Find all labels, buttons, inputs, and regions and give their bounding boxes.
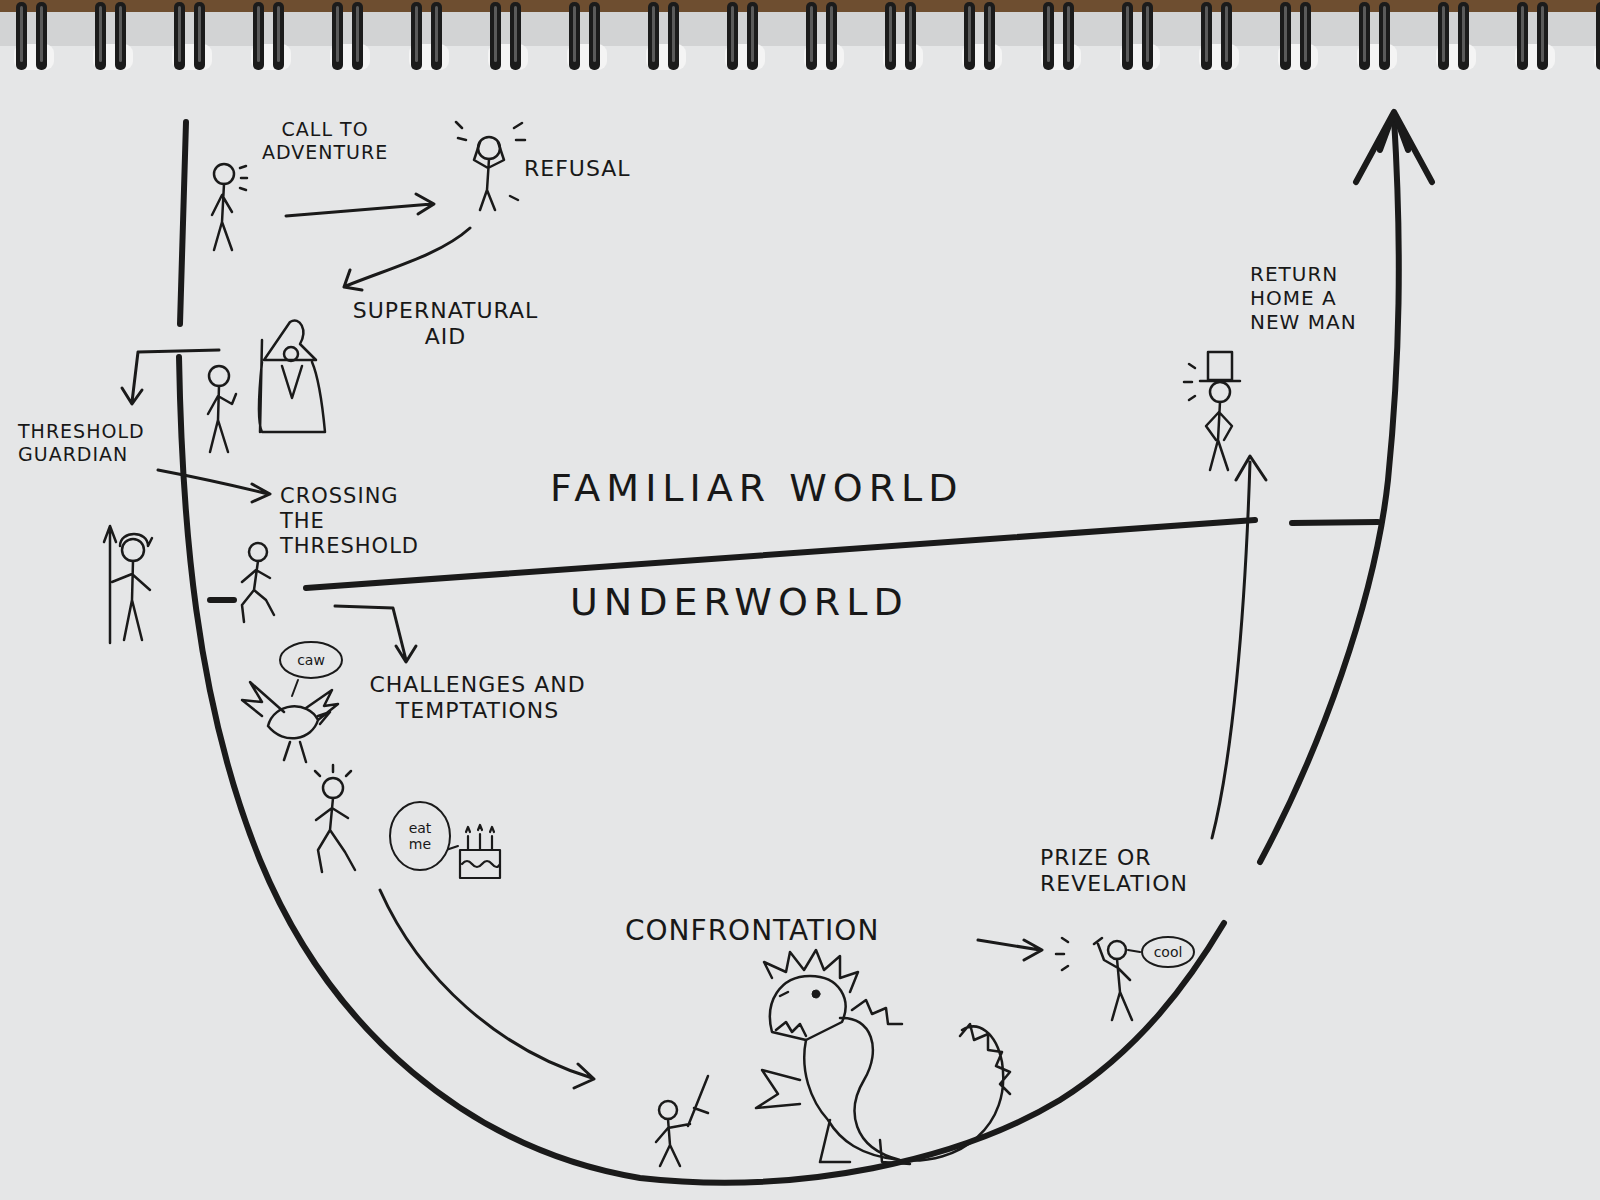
stage-label: REFUSAL [524,156,631,182]
bubble-outline [280,642,342,678]
stage-arrow [335,606,416,662]
guardian-figure [112,534,152,640]
dragon-body [756,1000,1010,1164]
speech-tail [1128,950,1140,952]
dragon-head [764,950,858,1040]
stage-arrow [1212,456,1266,838]
stage-label: FAMILIAR WORLD [550,466,964,512]
stage-arrow [286,194,434,216]
stage-arrow [978,940,1042,960]
stage-label: SUPERNATURAL AID [338,298,553,351]
stage-arrow [158,470,270,502]
hero-figure [1184,364,1232,470]
hero-head [1210,382,1230,402]
hero-figure [1056,938,1132,1020]
hero-figure [315,765,355,872]
journey-arrowhead [1356,112,1432,182]
threshold-dash [210,597,234,603]
hero-head [659,1101,677,1119]
hero-figure [212,166,247,250]
hero-head [249,543,267,561]
hero-head [323,778,343,798]
hero-figure [208,386,236,452]
stage-label: CROSSING THE THRESHOLD [280,484,419,560]
speech-bubble: eat me [388,800,452,872]
top-hat [1200,352,1240,381]
stage-arrow [380,890,594,1088]
hero-head [1108,941,1126,959]
bubble-outline [1142,937,1194,967]
stage-label: CONFRONTATION [625,914,879,948]
speech-text: caw [297,652,325,668]
hero-head [478,137,500,159]
speech-bubble: caw [278,640,344,680]
threshold-line [306,520,1255,588]
threshold-dash [1292,522,1378,523]
speech-text: eat me [409,820,432,852]
hero-figure [656,1076,708,1166]
stage-label: PRIZE OR REVELATION [1040,845,1230,898]
stage-label: CHALLENGES AND TEMPTATIONS [355,672,600,725]
bubble-outline [390,802,450,870]
guardian-head [122,539,144,561]
speech-text: cool [1154,944,1183,960]
bracket-arrow [122,350,219,404]
bird-figure [242,682,338,762]
hero-figure [242,561,274,622]
spiral-binding [0,0,1600,80]
stage-label: RETURN HOME A NEW MAN [1250,262,1360,334]
journey-curve [180,122,186,324]
stage-label: UNDERWORLD [570,580,909,626]
journey-curve [179,357,1224,1183]
stage-label: CALL TO ADVENTURE [262,118,388,164]
wizard-figure [259,321,325,432]
hero-figure [456,122,525,210]
hero-head [214,164,234,184]
stage-label: THRESHOLD GUARDIAN [18,420,168,466]
journey-curve [1260,118,1399,862]
stage-arrow [344,228,470,290]
speech-tail [292,680,298,696]
spear [104,526,116,643]
wizard-head [284,347,298,361]
dragon-eye [812,990,820,998]
hero-head [209,366,229,386]
cake [460,825,500,878]
speech-bubble: cool [1140,935,1196,969]
